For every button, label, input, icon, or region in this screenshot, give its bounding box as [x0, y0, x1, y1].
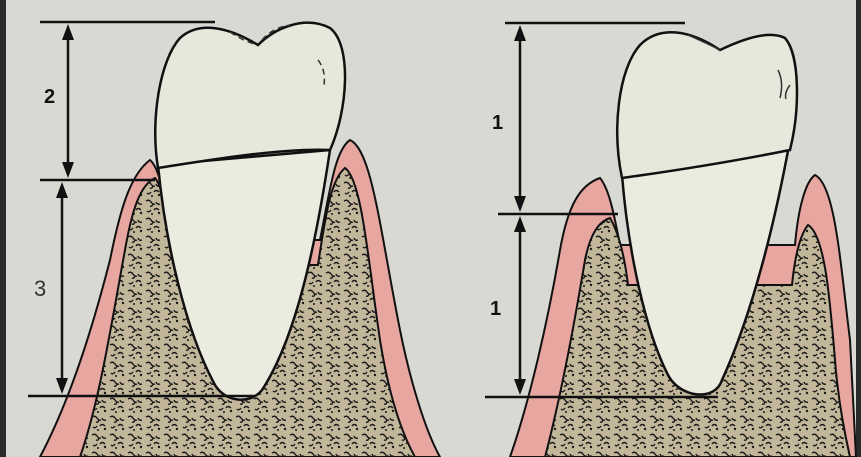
right-crown-length-label: 1 [492, 112, 503, 134]
left-root-length-label: 3 [34, 276, 46, 301]
left-crown-length-label: 2 [44, 86, 55, 108]
left-tooth-crown [155, 23, 345, 168]
right-root-length-label: 1 [490, 298, 501, 320]
